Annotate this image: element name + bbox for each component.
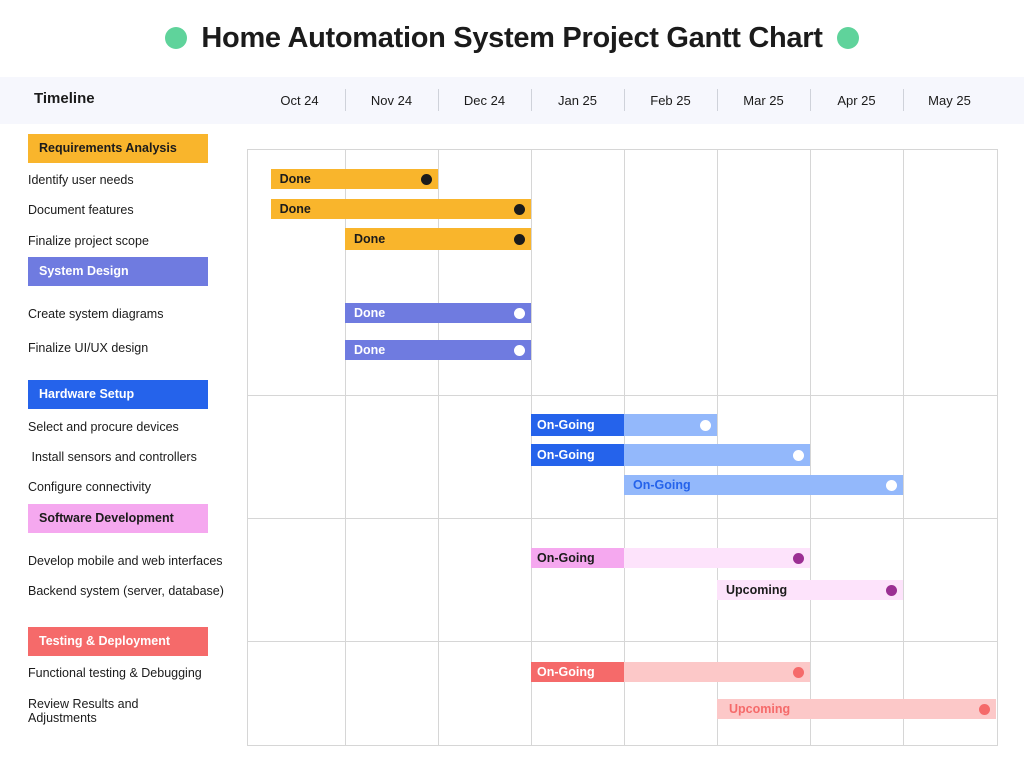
- left-decor-dot-icon: [165, 27, 188, 49]
- month-separator: [810, 89, 811, 111]
- right-decor-dot-icon: [836, 27, 859, 49]
- task-label: Finalize UI/UX design: [28, 341, 149, 355]
- task-label: Document features: [28, 203, 134, 217]
- task-label: Identify user needs: [28, 173, 134, 187]
- task-label: Review Results and Adjustments: [28, 697, 139, 725]
- title-row: Home Automation System Project Gantt Cha…: [0, 0, 1024, 76]
- task-label: Install sensors and controllers: [28, 450, 197, 464]
- chart-grid: [247, 149, 998, 746]
- task-label: Backend system (server, database): [28, 584, 224, 598]
- grid-hline: [247, 395, 998, 396]
- month-feb-25: Feb 25: [650, 93, 691, 108]
- grid-vline: [438, 149, 439, 746]
- timeline-label: Timeline: [34, 90, 95, 107]
- category-requirements-analysis: Requirements Analysis: [28, 134, 208, 163]
- grid-hline: [247, 518, 998, 519]
- grid-vline: [810, 149, 811, 746]
- task-label: Develop mobile and web interfaces: [28, 554, 223, 568]
- month-nov-24: Nov 24: [370, 93, 413, 108]
- category-software-development: Software Development: [28, 504, 208, 533]
- month-separator: [717, 89, 718, 111]
- grid-vline: [531, 149, 532, 746]
- month-apr-25: Apr 25: [837, 93, 876, 108]
- month-separator: [345, 89, 346, 111]
- category-hardware-setup: Hardware Setup: [28, 380, 208, 409]
- grid-hline: [247, 641, 998, 642]
- month-mar-25: Mar 25: [743, 93, 784, 108]
- month-separator: [903, 89, 904, 111]
- month-may-25: May 25: [928, 93, 971, 108]
- grid-vline: [903, 149, 904, 746]
- timeline-header: Timeline Oct 24 Nov 24 Dec 24 Jan 25 Feb…: [0, 77, 1024, 124]
- month-jan-25: Jan 25: [557, 93, 598, 108]
- task-label: Create system diagrams: [28, 307, 164, 321]
- task-label: Functional testing & Debugging: [28, 666, 202, 680]
- month-oct-24: Oct 24: [280, 93, 319, 108]
- category-system-design: System Design: [28, 257, 208, 286]
- month-separator: [531, 89, 532, 111]
- task-label: Configure connectivity: [28, 480, 151, 494]
- page-title: Home Automation System Project Gantt Cha…: [201, 21, 823, 54]
- task-label: Finalize project scope: [28, 234, 149, 248]
- month-separator: [438, 89, 439, 111]
- category-testing-deployment: Testing & Deployment: [28, 627, 208, 656]
- grid-vline: [624, 149, 625, 746]
- grid-vline: [717, 149, 718, 746]
- month-dec-24: Dec 24: [463, 93, 506, 108]
- task-label: Select and procure devices: [28, 420, 179, 434]
- grid-vline: [345, 149, 346, 746]
- month-separator: [624, 89, 625, 111]
